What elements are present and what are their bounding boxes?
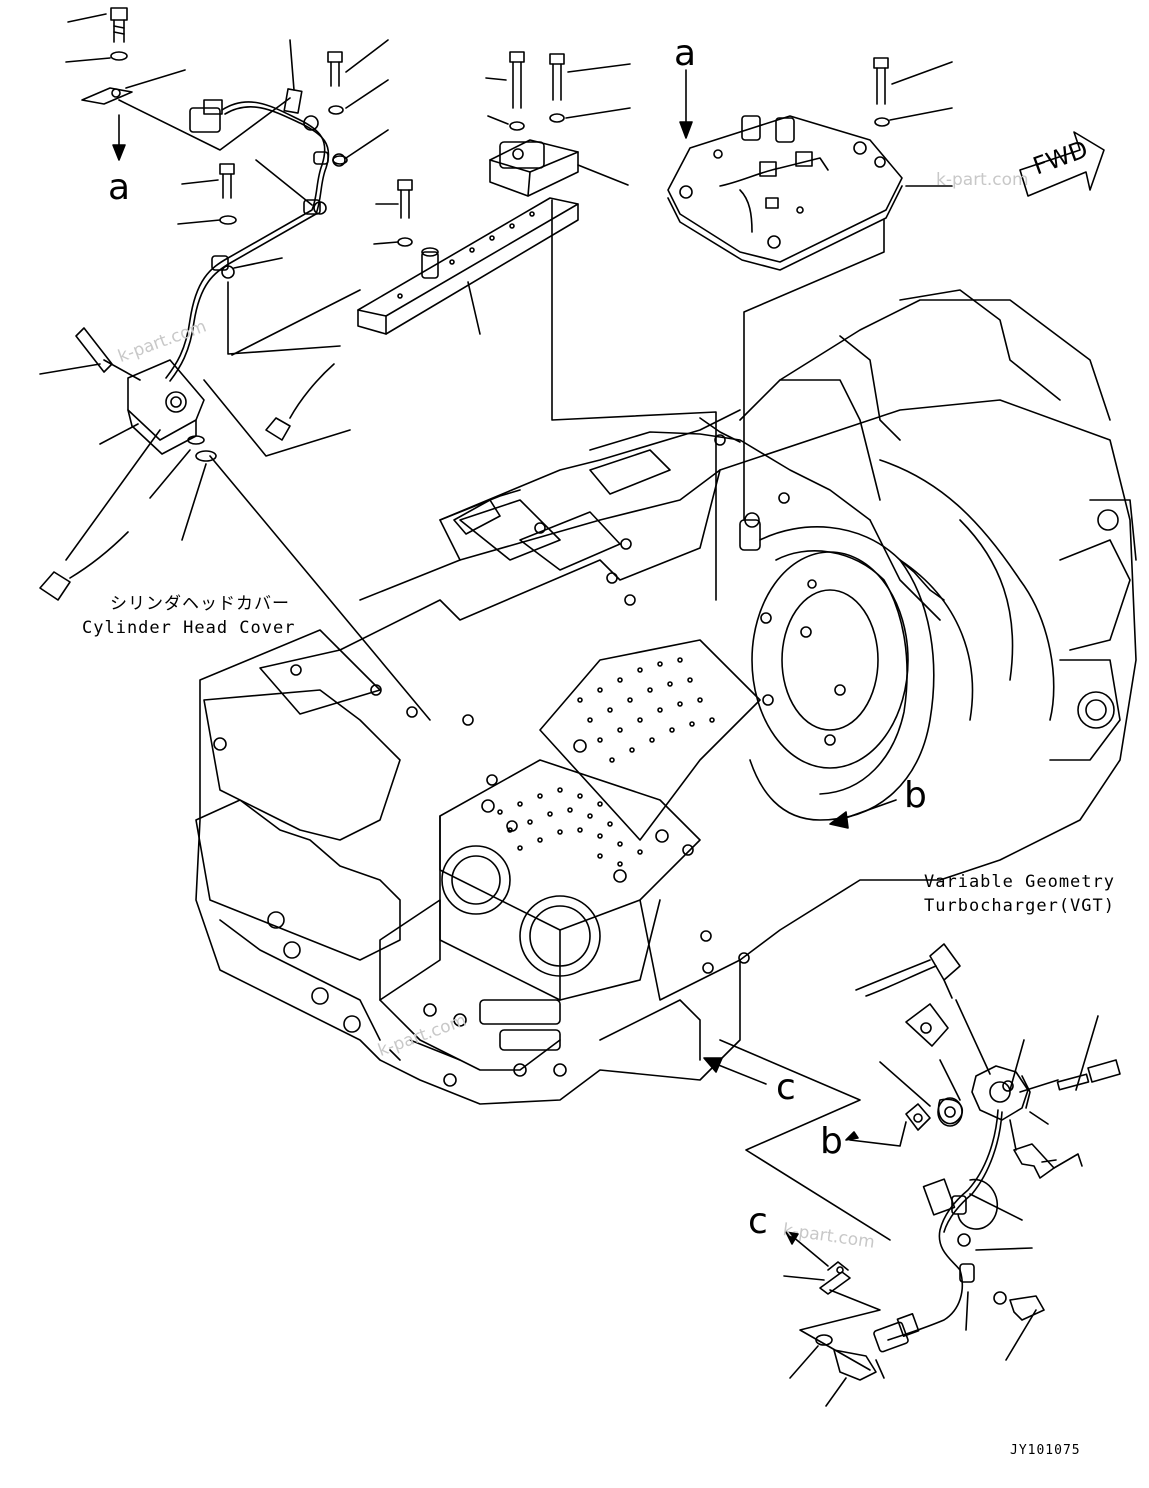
drawing-code: JY101075 [1010, 1443, 1081, 1458]
sensor-detail-lower-right [783, 943, 1121, 1407]
sensor-bracket-left [39, 327, 431, 721]
bolts-upper-middle [177, 39, 413, 247]
support-bar [231, 197, 579, 356]
bracket-block [485, 51, 717, 601]
callout-a-right: a [674, 33, 697, 74]
plate-holes [497, 657, 715, 867]
callout-c-detail: c [748, 1201, 768, 1242]
top-left-bolt-stack [65, 7, 291, 161]
vgt-label-line1: Variable Geometry [924, 872, 1115, 892]
fwd-arrow [1019, 131, 1105, 197]
callout-a-left: a [108, 167, 131, 208]
watermark-2: k-part.com [936, 170, 1029, 190]
callout-b-detail: b [820, 1121, 843, 1162]
callout-b-main: b [904, 775, 927, 816]
vgt-label-line2: Turbocharger(VGT) [924, 896, 1115, 916]
sensor-harness-upper [165, 39, 346, 382]
arrow-c-main [703, 1039, 891, 1241]
engine-assembly [195, 289, 1137, 1105]
valve-plate [667, 57, 953, 521]
cylinder-head-cover-label-jp: シリンダヘッドカバー [110, 594, 290, 614]
cylinder-head-cover-label-en: Cylinder Head Cover [82, 618, 296, 638]
callout-c-main: c [776, 1067, 796, 1108]
